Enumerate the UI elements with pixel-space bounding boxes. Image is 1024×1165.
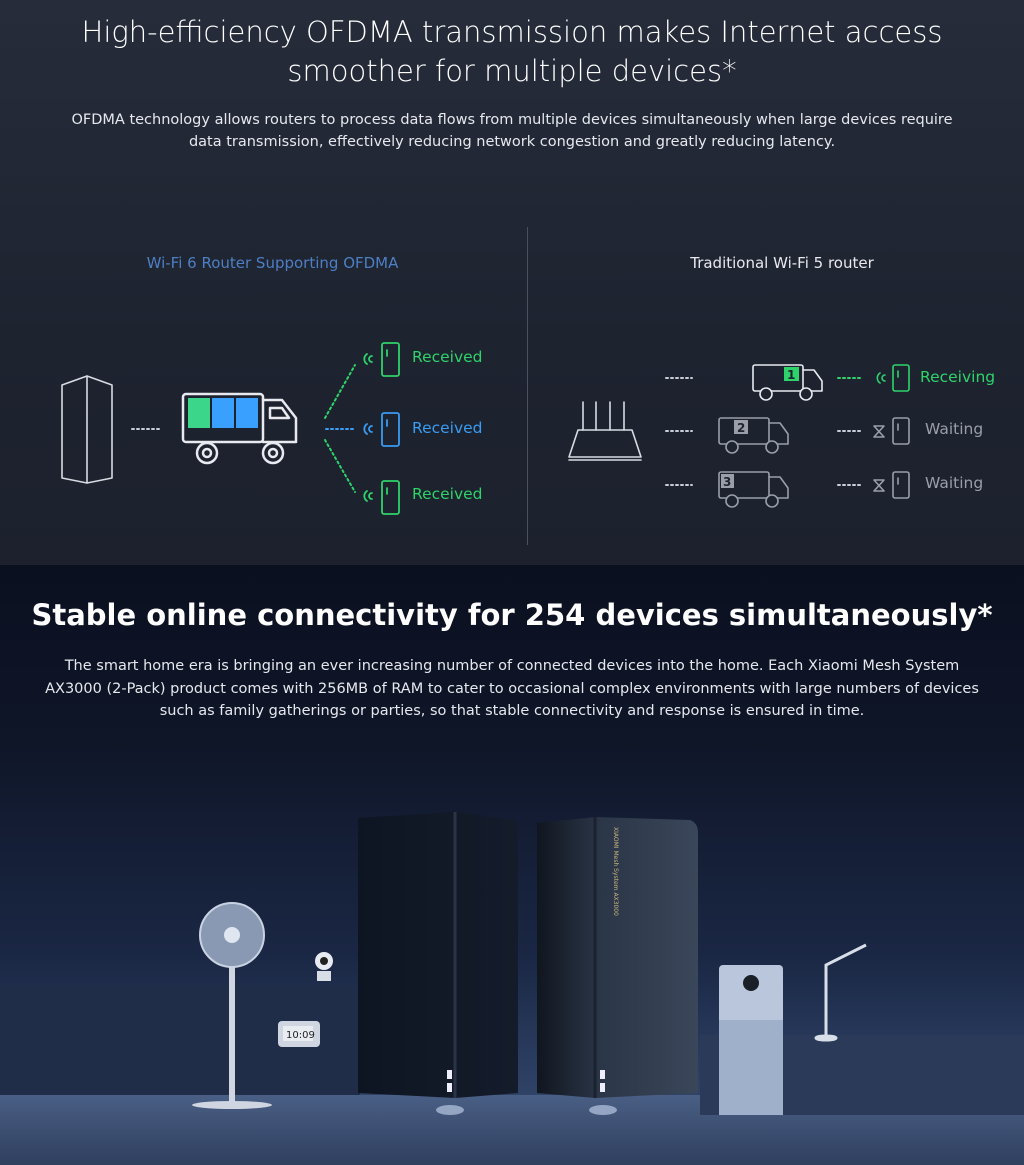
air-purifier-image: [719, 965, 783, 1115]
ofdma-diagram: 1 2 3: [61, 342, 910, 515]
small-truck-1: [752, 364, 823, 401]
clock-time: 10:09: [286, 1030, 315, 1041]
title-line-1: High-efficiency OFDMA transmission makes…: [81, 15, 943, 49]
phone-waiting-icon: [873, 471, 910, 499]
mesh-router-icon: [61, 375, 113, 484]
divider: [527, 227, 528, 545]
connectivity-section: Stable online connectivity for 254 devic…: [0, 565, 1024, 1165]
phone-waiting-icon: [873, 417, 910, 445]
small-truck-3: [718, 471, 789, 508]
truck-number: 3: [723, 475, 731, 489]
ofdma-description: OFDMA technology allows routers to proce…: [71, 112, 953, 150]
fan-image: [192, 902, 272, 1109]
mesh-router-left: [358, 812, 518, 1115]
clock-image: 10:09: [278, 1021, 320, 1047]
product-scene: 10:09 XIAOMI Mesh System AX3000: [0, 812, 1024, 1165]
desk-lamp-image: [814, 943, 867, 1042]
status-waiting: Waiting: [925, 420, 984, 438]
status-received: Received: [412, 348, 483, 366]
phone-receiving-icon: [876, 364, 910, 392]
truck-icon: [181, 392, 298, 465]
phone-received-icons: [363, 342, 400, 515]
truck-number: 2: [737, 421, 745, 435]
small-truck-2: [718, 417, 789, 454]
ofdma-section: High-efficiency OFDMA transmission makes…: [0, 0, 1024, 565]
product-label: XIAOMI Mesh System AX3000: [612, 827, 619, 916]
status-receiving: Receiving: [920, 368, 996, 386]
status-received: Received: [412, 485, 483, 503]
status-waiting: Waiting: [925, 474, 984, 492]
status-received: Received: [412, 419, 483, 437]
camera-image: [315, 952, 333, 981]
wifi6-label: Wi-Fi 6 Router Supporting OFDMA: [146, 254, 399, 272]
connectivity-title: Stable online connectivity for 254 devic…: [31, 598, 993, 632]
ofdma-title: High-efficiency OFDMA transmission makes…: [0, 13, 1024, 91]
wifi5-label: Traditional Wi-Fi 5 router: [690, 254, 874, 272]
mesh-router-right: XIAOMI Mesh System AX3000: [537, 817, 698, 1115]
wifi5-router-icon: [568, 401, 642, 461]
title-line-2: smoother for multiple devices*: [287, 54, 737, 88]
connectivity-description: The smart home era is bringing an ever i…: [45, 658, 979, 719]
truck-number: 1: [787, 368, 795, 382]
